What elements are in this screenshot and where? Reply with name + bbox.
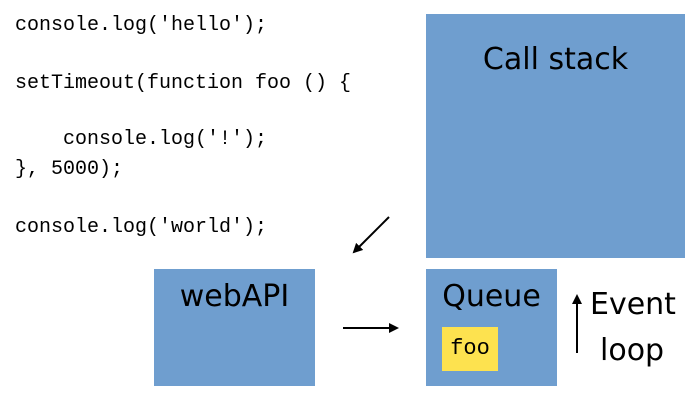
queue-box: Queue foo (426, 269, 557, 386)
event-loop-line1: Event (590, 287, 676, 322)
call-stack-label: Call stack (482, 42, 629, 77)
queue-item-foo: foo (442, 327, 498, 371)
code-line: console.log('world'); (15, 216, 268, 239)
code-line: }, 5000); (15, 158, 124, 181)
diagonal-arrow-icon (352, 216, 390, 254)
webapi-box: webAPI (154, 269, 315, 386)
event-loop-line2: loop (600, 333, 665, 368)
queue-label: Queue (442, 279, 541, 314)
call-stack-box: Call stack (426, 14, 685, 258)
webapi-label: webAPI (179, 279, 290, 314)
code-line: console.log('hello'); (15, 14, 268, 37)
code-line: setTimeout(function foo () { (15, 72, 352, 95)
event-loop-label: Event loop (590, 282, 690, 374)
code-line: console.log('!'); (15, 128, 268, 151)
